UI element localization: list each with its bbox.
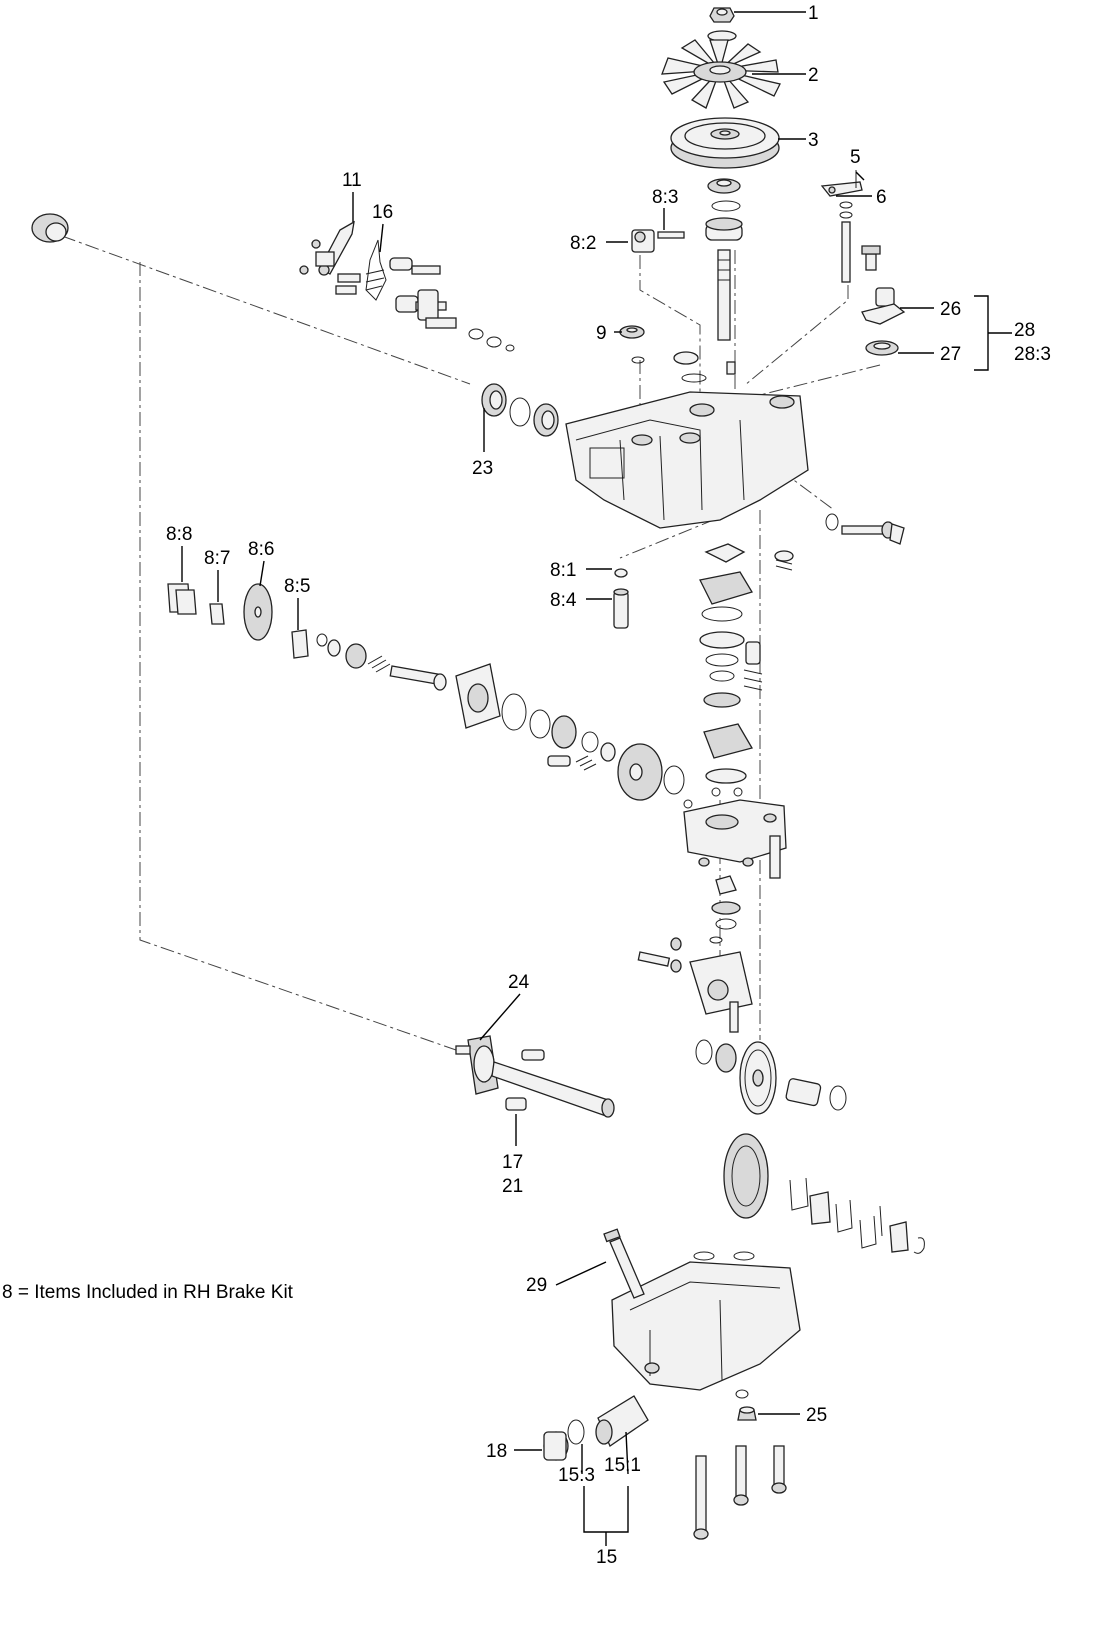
part-reduction-gears bbox=[695, 1039, 847, 1219]
callout-5: 5 bbox=[850, 147, 861, 168]
part-control-arm bbox=[820, 170, 863, 283]
part-upper-housing bbox=[565, 391, 809, 529]
callout-23: 23 bbox=[472, 458, 493, 479]
callout-17: 17 bbox=[502, 1152, 523, 1173]
callout-8-5: 8:5 bbox=[284, 576, 310, 597]
callout-28: 28 bbox=[1014, 320, 1035, 341]
callout-8-3: 8:3 bbox=[652, 187, 678, 208]
callout-15-3: 15:3 bbox=[558, 1465, 595, 1486]
callout-leaders bbox=[181, 11, 1012, 1546]
callout-25: 25 bbox=[806, 1405, 827, 1426]
callout-24: 24 bbox=[508, 972, 530, 993]
part-axle bbox=[455, 1035, 615, 1118]
part-input-shaft-stack bbox=[681, 178, 743, 383]
part-drain-plug bbox=[737, 1406, 757, 1421]
callout-18: 18 bbox=[486, 1441, 507, 1462]
callout-8-1: 8:1 bbox=[550, 560, 576, 581]
callout-29: 29 bbox=[526, 1275, 547, 1296]
part-control-shaft-assembly bbox=[861, 245, 906, 356]
part-motor-stack bbox=[637, 875, 753, 1033]
part-retaining-clips bbox=[789, 1177, 925, 1254]
part-plug bbox=[619, 325, 699, 365]
brake-kit-note: 8 = Items Included in RH Brake Kit bbox=[2, 1282, 293, 1303]
part-brake-kit bbox=[167, 583, 367, 669]
callout-2: 2 bbox=[808, 65, 819, 86]
callout-15-1: 15:1 bbox=[604, 1455, 641, 1476]
part-center-section bbox=[683, 799, 787, 879]
part-lower-housing bbox=[611, 1251, 801, 1399]
part-pump-stack bbox=[699, 543, 763, 797]
callout-16: 16 bbox=[372, 202, 393, 223]
part-bypass-linkage bbox=[299, 220, 515, 352]
callout-11: 11 bbox=[342, 170, 362, 191]
part-housing-bolts bbox=[693, 1445, 787, 1540]
callout-6: 6 bbox=[876, 187, 887, 208]
callout-labels: 1 2 3 5 6 8:3 8:2 11 16 9 26 27 28 28:3 … bbox=[166, 3, 1051, 1568]
part-axle-seal bbox=[31, 213, 69, 243]
callout-26: 26 bbox=[940, 299, 961, 320]
part-sealant-tube bbox=[603, 1228, 645, 1299]
part-side-bolt bbox=[774, 513, 905, 571]
part-nut bbox=[707, 7, 737, 42]
callout-21: 21 bbox=[502, 1176, 523, 1197]
callout-3: 3 bbox=[808, 130, 819, 151]
part-oil-filter bbox=[543, 1395, 649, 1461]
callout-1: 1 bbox=[808, 3, 819, 24]
part-seal-and-bearing bbox=[481, 383, 559, 437]
callout-15: 15 bbox=[596, 1547, 617, 1568]
callout-27: 27 bbox=[940, 344, 961, 365]
callout-8-4: 8:4 bbox=[550, 590, 577, 611]
part-brake-cam bbox=[631, 229, 685, 253]
part-pulley bbox=[670, 117, 780, 169]
callout-8-2: 8:2 bbox=[570, 233, 596, 254]
callout-8-7: 8:7 bbox=[204, 548, 230, 569]
part-cooling-fan bbox=[661, 39, 781, 109]
callout-8-6: 8:6 bbox=[248, 539, 274, 560]
part-center-section-shaft bbox=[367, 655, 693, 809]
callout-9: 9 bbox=[596, 323, 607, 344]
part-brake-shaft bbox=[613, 568, 629, 629]
callout-8-8: 8:8 bbox=[166, 524, 192, 545]
callout-28-3: 28:3 bbox=[1014, 344, 1051, 365]
